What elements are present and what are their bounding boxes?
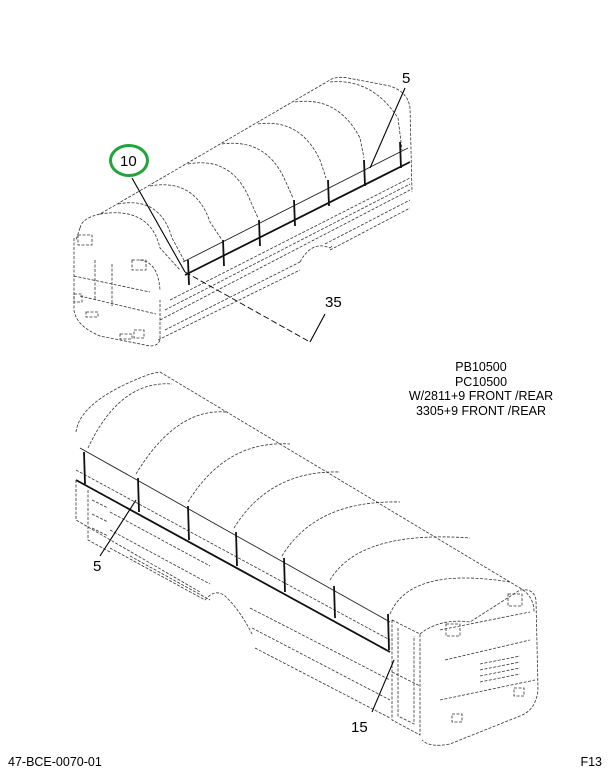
callout-5-top[interactable]: 5	[402, 70, 411, 87]
callout-10-highlight-circle	[109, 144, 149, 177]
applicability-note: PB10500 PC10500 W/2811+9 FRONT /REAR 330…	[378, 360, 584, 418]
note-line-1: PB10500	[455, 360, 507, 374]
leader-line-35	[309, 313, 326, 343]
callout-35[interactable]: 35	[325, 294, 342, 311]
leader-line-35-dashed	[184, 271, 311, 343]
note-line-3: W/2811+9 FRONT /REAR	[408, 389, 554, 403]
page-code: F13	[580, 755, 602, 769]
top-bus-illustration	[73, 76, 413, 347]
callout-15[interactable]: 15	[351, 719, 368, 736]
note-line-2: PC10500	[454, 374, 508, 389]
callout-5-bottom[interactable]: 5	[93, 558, 102, 575]
leader-line-15	[371, 659, 395, 713]
leader-line-5-bottom	[99, 499, 137, 557]
callout-10[interactable]: 10	[120, 153, 137, 170]
drawing-number: 47-BCE-0070-01	[8, 755, 102, 769]
bottom-bus-illustration	[75, 371, 539, 746]
leader-line-5-top	[369, 87, 406, 169]
leader-line-10	[131, 177, 186, 273]
note-line-4: 3305+9 FRONT /REAR	[415, 403, 547, 418]
